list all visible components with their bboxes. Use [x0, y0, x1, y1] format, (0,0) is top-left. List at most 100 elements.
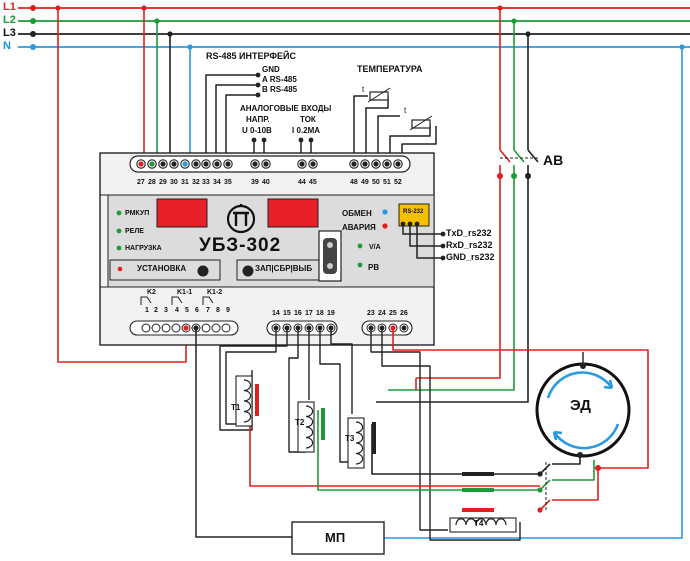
wire-temp	[377, 115, 400, 160]
rs485-pin	[255, 92, 261, 98]
terminal-number: 49	[361, 179, 369, 186]
wiring-back	[18, 5, 690, 539]
led-alarm	[382, 223, 388, 229]
wire-breaker-out-l1	[416, 165, 501, 379]
terminal-number: 32	[192, 179, 200, 186]
terminal-number: 23	[367, 310, 375, 317]
bottom-terminal	[221, 323, 231, 333]
terminal-number: 2	[154, 307, 158, 314]
top-terminal-screw	[160, 161, 166, 167]
bottom-terminal-screw	[379, 325, 385, 331]
bottom-terminal-screw	[284, 325, 290, 331]
terminal-number: 7	[206, 307, 210, 314]
terminal-number: 15	[283, 310, 291, 317]
top-terminal-screw	[395, 161, 401, 167]
voltage-range-label: U 0-10В	[242, 126, 272, 135]
thermistor-1	[369, 91, 389, 101]
terminal-number: 45	[309, 179, 317, 186]
serial-pin	[327, 263, 333, 269]
transformer-t2	[297, 401, 315, 453]
bus-segment	[462, 488, 494, 492]
relay-contact	[140, 296, 152, 305]
wire-temp	[353, 95, 368, 160]
junction-dot	[187, 44, 193, 50]
motor-rotation-arrow	[552, 423, 620, 450]
led-green	[116, 228, 122, 234]
gnd-rs232-label: GND_rs232	[446, 252, 495, 262]
analog-input-pin	[251, 137, 257, 143]
t1-conductor	[255, 384, 259, 416]
top-terminal-screw	[384, 161, 390, 167]
top-terminal-screw	[373, 161, 379, 167]
pv-label: PB	[368, 263, 380, 272]
top-terminal-screw	[310, 161, 316, 167]
wire-t2	[288, 330, 306, 453]
va-label: V/A	[369, 244, 381, 251]
wire-temp	[389, 124, 431, 160]
wiring-front	[195, 224, 649, 541]
wire-phase-l1-motor	[249, 376, 540, 487]
junction-dot	[679, 44, 685, 50]
wire-motor-sense	[392, 330, 649, 469]
rs232-port-label: RS-232	[403, 209, 424, 215]
terminal-number: 26	[400, 310, 408, 317]
rs232-line-end	[440, 243, 446, 249]
terminal-number: 27	[137, 179, 145, 186]
breaker-blade	[513, 149, 525, 163]
breaker-blade	[499, 149, 511, 163]
voltage-heading: НАПР.	[246, 115, 270, 124]
relay-contact	[202, 296, 214, 305]
arrow-head	[603, 379, 614, 390]
terminal-number: 9	[226, 307, 230, 314]
bus-l3-start-dot	[30, 31, 36, 37]
t2-conductor	[321, 408, 325, 440]
rs232-line-end	[440, 255, 446, 261]
terminal-number: 18	[316, 310, 324, 317]
terminal-number: 28	[148, 179, 156, 186]
led-green	[116, 210, 122, 216]
transformer-t4-label: T4	[474, 519, 484, 528]
top-terminal-screw	[182, 161, 188, 167]
phase-l2-label: L2	[3, 14, 16, 26]
transformer-t2-winding	[305, 405, 314, 449]
device-model: УБЗ-302	[199, 235, 282, 256]
thermistor-2-slash	[409, 115, 433, 131]
top-terminal-screw	[149, 161, 155, 167]
setup-button-frame	[109, 259, 221, 281]
relay-k1-2-label: K1-2	[207, 289, 223, 296]
led-exchange	[382, 209, 388, 215]
starter-label: МП	[325, 530, 346, 545]
temperature-heading: ТЕМПЕРАТУРА	[357, 64, 423, 74]
junction-dot	[55, 5, 61, 11]
wire-rxd	[409, 224, 443, 247]
terminal-number: 16	[294, 310, 302, 317]
terminal-number: 33	[202, 179, 210, 186]
wire-rs485-a	[215, 84, 258, 160]
rs485-pin	[255, 82, 261, 88]
motor-label: ЭД	[570, 397, 591, 414]
display-right	[267, 198, 319, 228]
transformer-t3-winding	[355, 421, 364, 465]
led-label-rele: РЕЛЕ	[125, 228, 144, 235]
bottom-terminal	[151, 323, 161, 333]
terminal-number: 35	[224, 179, 232, 186]
bottom-terminal	[141, 323, 151, 333]
top-terminal-screw	[351, 161, 357, 167]
analog-input-pin	[308, 137, 314, 143]
t4-conductor	[462, 508, 494, 512]
wire-l1-relay	[57, 8, 187, 363]
neutral-n-label: N	[3, 40, 11, 52]
top-terminal-screw	[214, 161, 220, 167]
bottom-terminal-screw	[193, 325, 199, 331]
logo-mark	[233, 204, 249, 226]
top-terminal-screw	[225, 161, 231, 167]
motor-terminal	[595, 465, 601, 471]
wire-temp	[365, 96, 389, 160]
terminal-number: 34	[213, 179, 221, 186]
wire-n-starter	[384, 47, 683, 539]
current-range-label: I 0.2МА	[292, 126, 321, 135]
bottom-terminal-screw	[183, 325, 189, 331]
rs232-port	[398, 203, 430, 227]
external-components	[235, 352, 631, 555]
wire-phase-l3-motor	[371, 424, 540, 475]
